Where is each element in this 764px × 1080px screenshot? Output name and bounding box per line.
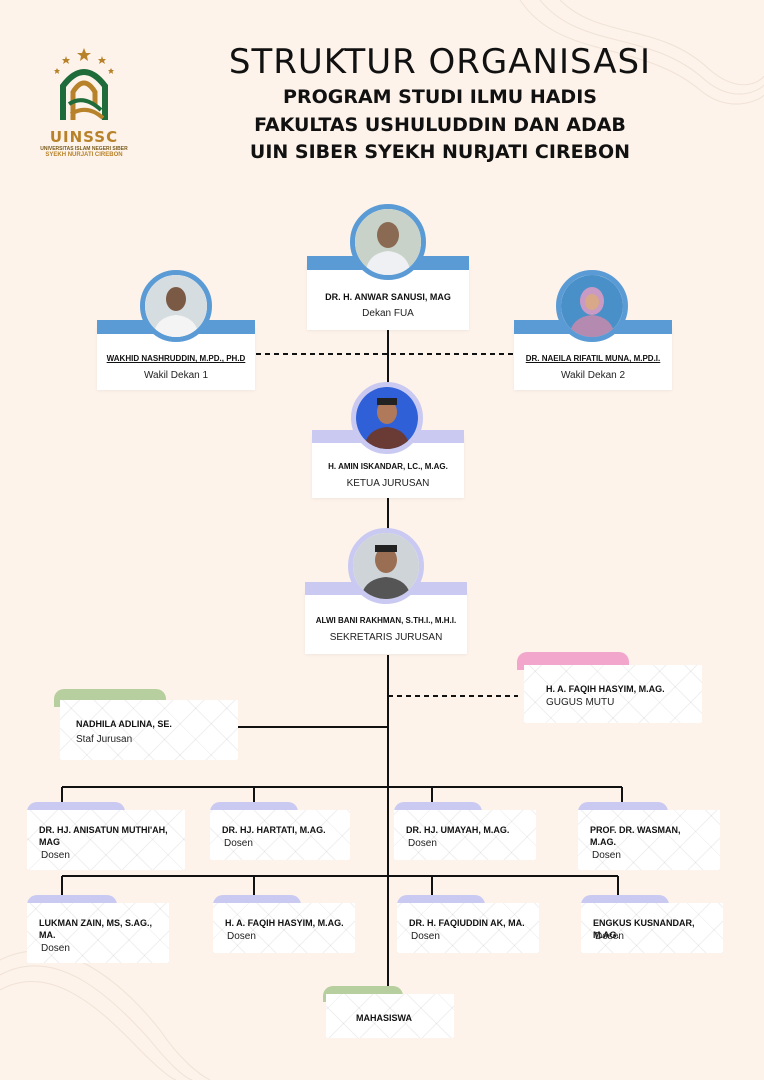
dosen-card-6: H. A. FAQIH HASYIM, M.AG. Dosen bbox=[213, 903, 355, 953]
wadek1-role: Wakil Dekan 1 bbox=[143, 370, 209, 381]
wadek1-name: WAKHID NASHRUDDIN, M.PD., PH.D bbox=[106, 354, 246, 363]
dekan-name: DR. H. ANWAR SANUSI, MAG bbox=[325, 292, 451, 302]
dosen-role: Dosen bbox=[227, 931, 256, 942]
subtitle-program: PROGRAM STUDI ILMU HADIS bbox=[283, 86, 597, 108]
logo-subtitle-1: UNIVERSITAS ISLAM NEGERI SIBER bbox=[40, 146, 128, 152]
dekan-photo bbox=[350, 204, 426, 280]
dosen-card-8: ENGKUS KUSNANDAR, M.AG. Dosen bbox=[581, 903, 723, 953]
wadek1-photo bbox=[140, 270, 212, 342]
staf-name: NADHILA ADLINA, SE. bbox=[76, 719, 172, 729]
wadek2-name: DR. NAEILA RIFATIL MUNA, M.PD.I. bbox=[525, 354, 661, 363]
dosen-name: H. A. FAQIH HASYIM, M.AG. bbox=[225, 918, 344, 928]
dosen-role: Dosen bbox=[408, 838, 437, 849]
dosen-role: Dosen bbox=[41, 850, 70, 861]
gugus-name: H. A. FAQIH HASYIM, M.AG. bbox=[546, 684, 665, 694]
staf-role: Staf Jurusan bbox=[76, 734, 133, 745]
sekjur-name: ALWI BANI RAKHMAN, S.TH.I., M.H.I. bbox=[315, 616, 457, 625]
page-title: STRUKTUR ORGANISASI bbox=[228, 42, 652, 82]
subtitle-university: UIN SIBER SYEKH NURJATI CIREBON bbox=[249, 141, 631, 163]
sekjur-photo bbox=[348, 528, 424, 604]
dosen-role: Dosen bbox=[595, 931, 624, 942]
uinssc-logo: UINSSC UNIVERSITAS ISLAM NEGERI SIBER SY… bbox=[36, 44, 132, 158]
kajur-role: KETUA JURUSAN bbox=[346, 478, 430, 489]
logo-name: UINSSC bbox=[49, 128, 119, 146]
dosen-role: Dosen bbox=[592, 850, 621, 861]
gugus-card: H. A. FAQIH HASYIM, M.AG. GUGUS MUTU bbox=[524, 665, 702, 723]
dosen-name: ENGKUS KUSNANDAR, M.AG. bbox=[593, 918, 695, 940]
dosen-card-5: LUKMAN ZAIN, MS, S.AG., MA. Dosen bbox=[27, 903, 169, 963]
mahasiswa-label: MAHASISWA bbox=[356, 1013, 412, 1023]
dosen-role: Dosen bbox=[224, 838, 253, 849]
wadek2-photo bbox=[556, 270, 628, 342]
staf-card: NADHILA ADLINA, SE. Staf Jurusan bbox=[60, 700, 238, 760]
dosen-name: PROF. DR. WASMAN, M.AG. bbox=[590, 825, 681, 847]
dosen-role: Dosen bbox=[411, 931, 440, 942]
dosen-name: DR. HJ. ANISATUN MUTHI'AH, MAG bbox=[39, 825, 168, 847]
kajur-photo bbox=[351, 382, 423, 454]
dosen-card-4: PROF. DR. WASMAN, M.AG. Dosen bbox=[578, 810, 720, 870]
dosen-role: Dosen bbox=[41, 943, 70, 954]
dosen-name: DR. HJ. UMAYAH, M.AG. bbox=[406, 825, 510, 835]
sekjur-role: SEKRETARIS JURUSAN bbox=[329, 632, 443, 643]
logo-emblem-icon bbox=[54, 48, 114, 120]
dosen-name: LUKMAN ZAIN, MS, S.AG., MA. bbox=[39, 918, 152, 940]
mahasiswa-card: MAHASISWA bbox=[326, 994, 454, 1038]
logo-subtitle-2: SYEKH NURJATI CIREBON bbox=[45, 152, 123, 158]
dosen-card-7: DR. H. FAQIUDDIN AK, MA. Dosen bbox=[397, 903, 539, 953]
gugus-role: GUGUS MUTU bbox=[546, 697, 615, 708]
dekan-role: Dekan FUA bbox=[362, 308, 414, 319]
kajur-name: H. AMIN ISKANDAR, LC., M.AG. bbox=[328, 462, 448, 471]
dosen-card-3: DR. HJ. UMAYAH, M.AG. Dosen bbox=[394, 810, 536, 860]
wadek2-role: Wakil Dekan 2 bbox=[560, 370, 626, 381]
subtitle-faculty: FAKULTAS USHULUDDIN DAN ADAB bbox=[254, 114, 626, 136]
dosen-card-1: DR. HJ. ANISATUN MUTHI'AH, MAG Dosen bbox=[27, 810, 185, 870]
dosen-name: DR. HJ. HARTATI, M.AG. bbox=[222, 825, 326, 835]
dosen-name: DR. H. FAQIUDDIN AK, MA. bbox=[409, 918, 525, 928]
dosen-card-2: DR. HJ. HARTATI, M.AG. Dosen bbox=[210, 810, 350, 860]
